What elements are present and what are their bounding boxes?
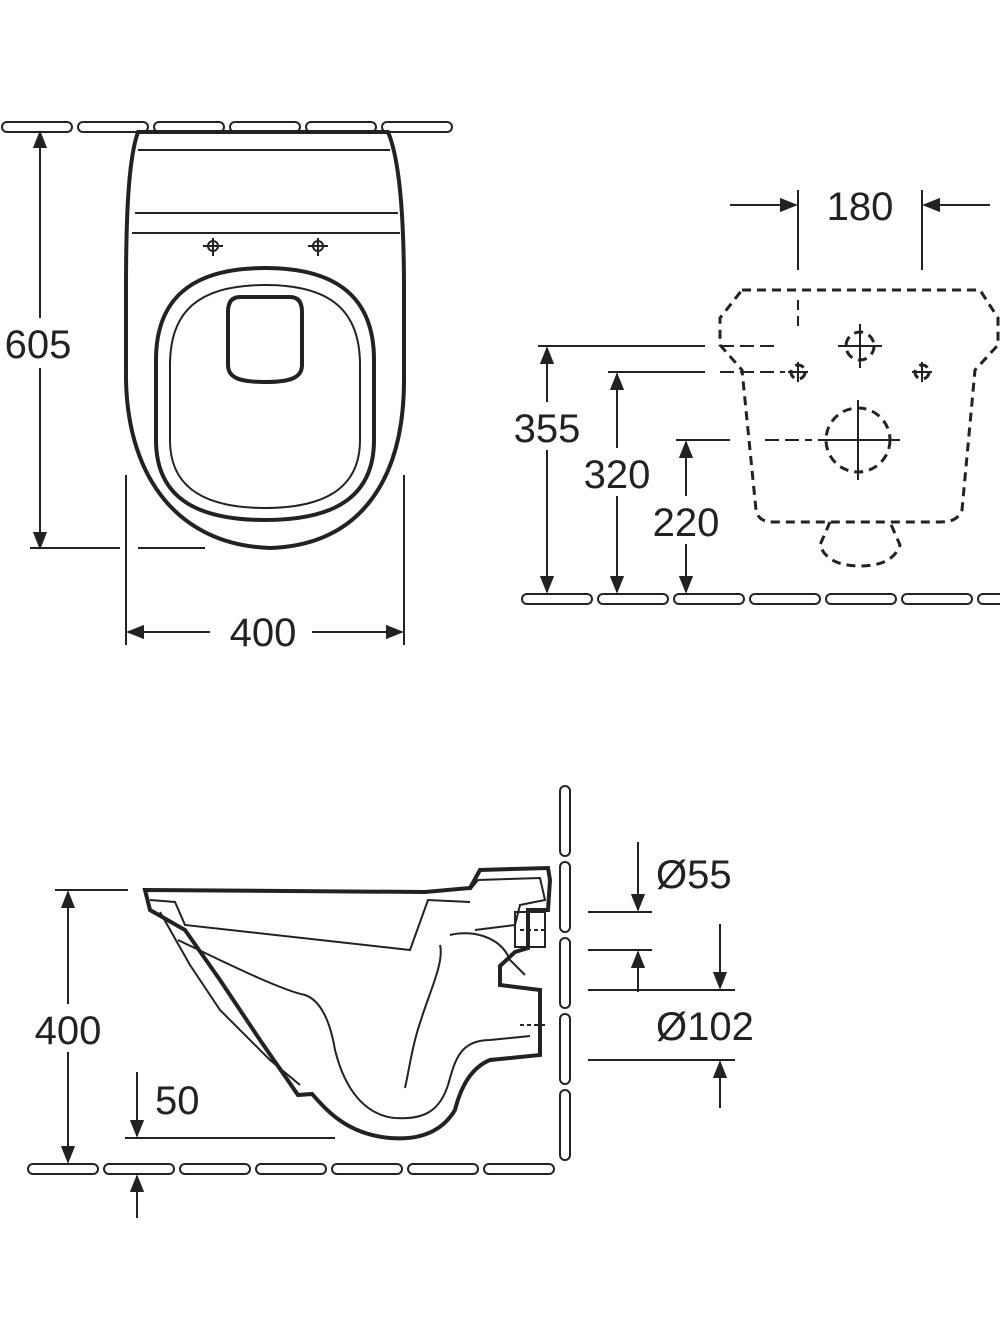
top-wall-tiles bbox=[1, 121, 453, 133]
inlet-diameter-label: Ø55 bbox=[656, 853, 732, 897]
bowl-well bbox=[226, 295, 304, 385]
bowl-profile bbox=[142, 865, 553, 1141]
width-dimension-label: 400 bbox=[230, 611, 297, 655]
fixing-point-icon bbox=[203, 238, 223, 256]
height-320-label: 320 bbox=[584, 453, 651, 497]
clearance-label: 50 bbox=[155, 1079, 200, 1123]
outlet-diameter-label: Ø102 bbox=[656, 1005, 754, 1049]
side-height-label: 400 bbox=[35, 1009, 102, 1053]
outlet-dashed bbox=[818, 521, 902, 568]
seat-outer bbox=[154, 265, 376, 523]
bowl-outline bbox=[124, 130, 406, 551]
side-view: 400 50 Ø55 Ø102 bbox=[25, 785, 754, 1218]
mounting-view: 180 355 320 220 bbox=[505, 185, 1000, 605]
bolt-hole-icon bbox=[788, 362, 808, 382]
top-view: 605 400 bbox=[0, 121, 453, 655]
seat-inner bbox=[169, 283, 361, 510]
side-floor-tiles bbox=[27, 1163, 555, 1175]
height-355-label: 355 bbox=[514, 407, 581, 451]
floor-tiles bbox=[521, 593, 1000, 605]
fixing-point-icon bbox=[308, 238, 328, 256]
depth-dimension-label: 605 bbox=[5, 323, 72, 367]
mounting-footprint bbox=[718, 288, 1000, 524]
spacing-dimension-label: 180 bbox=[827, 185, 894, 229]
height-220-label: 220 bbox=[653, 501, 720, 545]
wall-tiles bbox=[559, 785, 571, 1161]
bolt-hole-icon bbox=[912, 362, 932, 382]
